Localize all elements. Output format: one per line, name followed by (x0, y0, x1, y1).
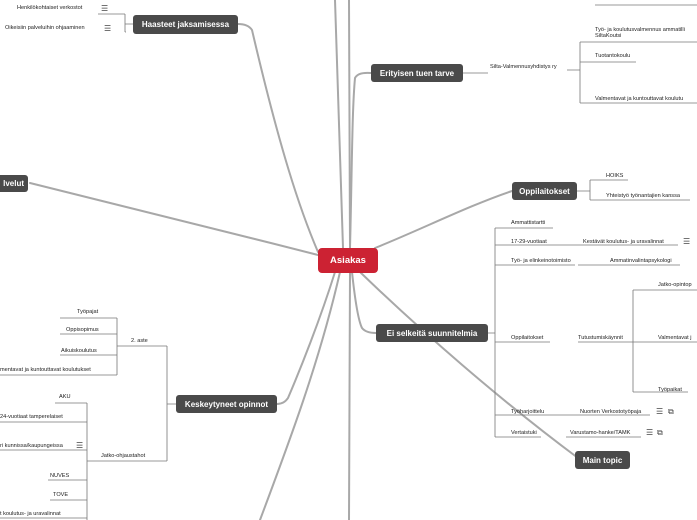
leaf-tyo-ja-koulutusvalmennus[interactable]: Työ- ja koulutusvalmennus ammatilli (595, 27, 685, 33)
topic-haasteet[interactable]: Haasteet jaksamisessa (133, 15, 238, 34)
leaf-kestavat-koulutus[interactable]: Kestävät koulutus- ja uravalinnat (583, 239, 664, 245)
notes-icon[interactable]: ☰ (646, 428, 654, 437)
notes-icon[interactable]: ☰ (683, 237, 691, 246)
leaf-tamperelaiset[interactable]: 24-vuotiaat tamperelaiset (0, 414, 63, 420)
connector-bottom-left (259, 271, 341, 520)
leaf-oppisopimus[interactable]: Oppisopimus (66, 327, 99, 333)
connector-oppilaitokset (374, 190, 513, 249)
leaf-valmentavat-left[interactable]: mentavat ja kuntouttavat koulutukset (0, 367, 91, 373)
connector-haasteet (237, 23, 319, 253)
leaf-valmentavat-mid[interactable]: Valmentavat j (658, 335, 692, 341)
leaf-valmentavat-kuntouttavat-top[interactable]: Valmentavat ja kuntouttavat koulutu (595, 96, 684, 102)
connector-ei-selkeita (351, 271, 377, 334)
leaf-ammattistartti[interactable]: Ammattistartti (511, 220, 546, 226)
connector-vertical-a (334, 0, 344, 249)
external-link-icon[interactable]: ⧉ (668, 407, 674, 416)
connector-main-topic (359, 271, 579, 459)
leaf-yhteistyo-tyonantajien[interactable]: Yhteistyö työnantajien kanssa (606, 193, 681, 199)
leaf-tyopaikat[interactable]: Työpaikat (658, 387, 682, 393)
topic-ei-selkeita-suunnitelmia[interactable]: Ei selkeitä suunnitelmia (376, 324, 488, 342)
leaf-te-toimisto[interactable]: Työ- ja elinkeinotoimisto (511, 258, 571, 264)
topic-main-topic[interactable]: Main topic (575, 451, 630, 469)
notes-icon[interactable]: ☰ (76, 441, 84, 450)
leaf-tuotantokoulu[interactable]: Tuotantokoulu (595, 53, 631, 59)
topic-oppilaitokset[interactable]: Oppilaitokset (512, 182, 577, 200)
leaf-tyoharjoittelu[interactable]: Työharjoittelu (511, 409, 545, 415)
connector-erityisen (349, 71, 372, 249)
leaf-henkilokohtaiset-verkostot[interactable]: Henkilökohtaiset verkostot (17, 5, 83, 11)
leaf-vertaistuki[interactable]: Vertaistuki (511, 430, 537, 436)
notes-icon[interactable]: ☰ (656, 407, 664, 416)
topic-palvelut[interactable]: lvelut (0, 175, 28, 192)
leaf-2-aste[interactable]: 2. aste (131, 338, 148, 344)
connector-vertical-b (348, 0, 351, 249)
leaf-tutustumiskaynnit[interactable]: Tutustumiskäynnit (578, 335, 623, 341)
leaf-oppilaitokset[interactable]: Oppilaitokset (511, 335, 544, 341)
connector-vertical-down (348, 271, 351, 520)
leaf-tove[interactable]: TOVE (53, 492, 69, 498)
connector-palvelut (29, 182, 319, 256)
leaf-aku[interactable]: AKU (59, 394, 71, 400)
leaf-hoiks[interactable]: HOIKS (606, 173, 624, 179)
leaf-17-29-vuotiaat[interactable]: 17-29-vuotiaat (511, 239, 547, 245)
external-link-icon[interactable]: ⧉ (657, 428, 663, 437)
leaf-silta-valmennusyhdistys[interactable]: Silta-Valmennusyhdistys ry (490, 64, 557, 70)
leaf-kunnissa-kaupungeissa[interactable]: ri kunnissa/kaupungeissa (0, 443, 63, 449)
topic-erityisen-tuen-tarve[interactable]: Erityisen tuen tarve (371, 64, 463, 82)
leaf-aikuiskoulutus[interactable]: Aikuiskoulutus (61, 348, 97, 354)
leaf-nuves[interactable]: NUVES (50, 473, 70, 479)
leaf-jatko-ohjaustahot[interactable]: Jatko-ohjaustahot (101, 453, 146, 459)
leaf-koulutus-uravalinnat-bottom[interactable]: t koulutus- ja uravalinnat (0, 511, 61, 517)
central-topic[interactable]: Asiakas (318, 248, 378, 273)
connector-keskeytyneet (276, 271, 336, 405)
leaf-nuorten-verkostotyopaja[interactable]: Nuorten Verkostotyöpaja (580, 409, 642, 415)
leaf-oikeisiin-palveluihin[interactable]: Oikeisiin palveluihin ohjaaminen (5, 25, 85, 31)
leaf-ammatinvalintapsykologi[interactable]: Ammatinvalintapsykologi (610, 258, 672, 264)
topic-keskeytyneet-opinnot[interactable]: Keskeytyneet opinnot (176, 395, 277, 413)
leaf-tyopajat[interactable]: Työpajat (77, 309, 99, 315)
leaf-varustamo-hanke[interactable]: Varustamo-hanke/TAMK (570, 430, 631, 436)
notes-icon[interactable]: ☰ (101, 4, 109, 13)
notes-icon[interactable]: ☰ (104, 24, 112, 33)
leaf-siltakoutsi[interactable]: SiltaKoutsi (595, 33, 622, 39)
leaf-jatko-opintopaikat[interactable]: Jatko-opintop (658, 282, 692, 288)
